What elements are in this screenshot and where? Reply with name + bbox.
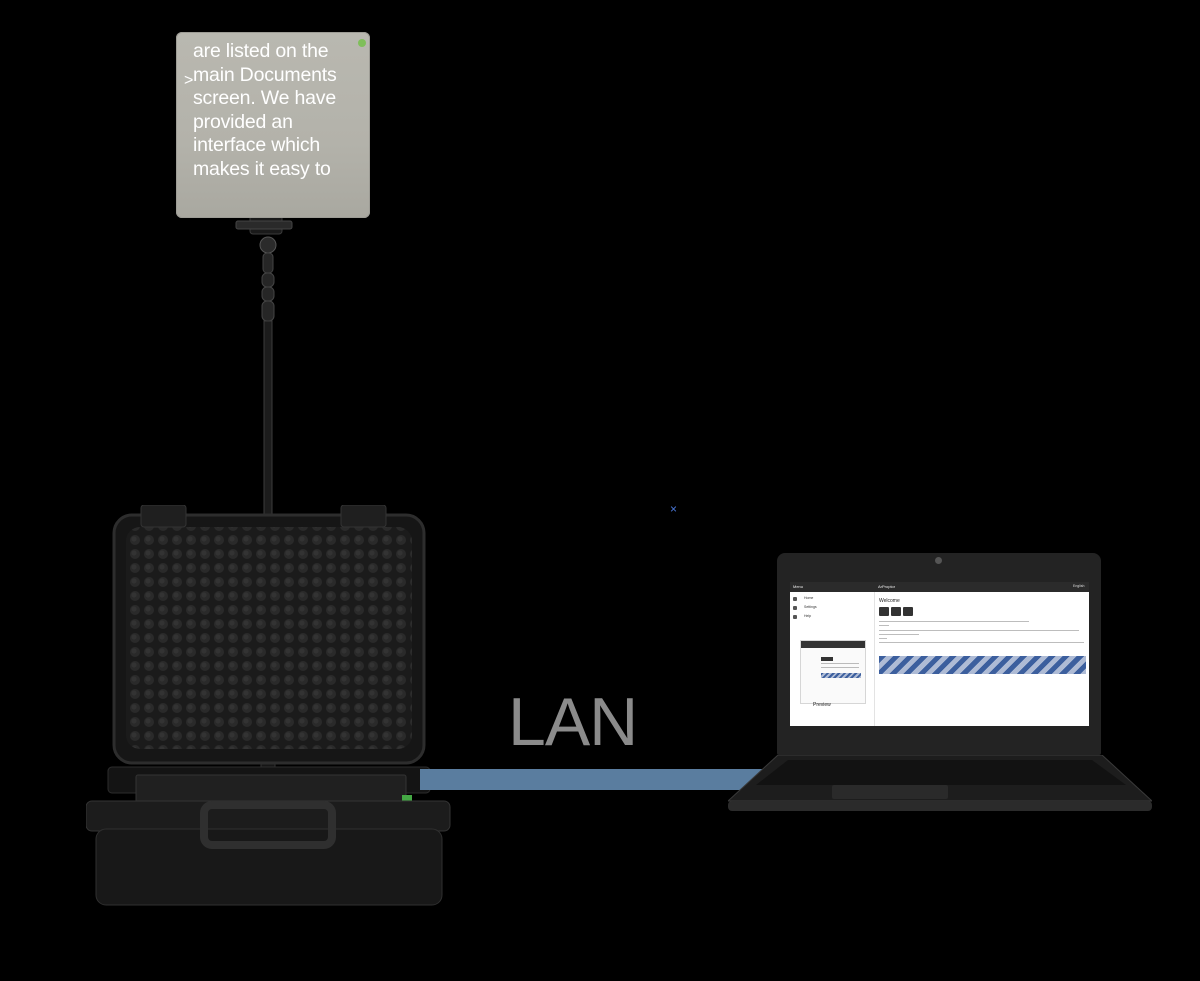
webcam-icon — [935, 557, 942, 564]
app-title: ArProptor — [878, 584, 896, 589]
preview-label: Preview — [813, 702, 831, 708]
delete-button[interactable] — [903, 607, 913, 616]
preview-bar — [801, 641, 865, 648]
laptop-screen: Menu ArProptor English Home Settings Hel… — [790, 582, 1089, 726]
sidebar: Home Settings Help Preview — [790, 592, 875, 726]
language-select[interactable]: English — [1073, 584, 1085, 588]
text-line — [879, 625, 889, 626]
play-button[interactable] — [879, 607, 889, 616]
preview-stripes — [821, 673, 861, 678]
welcome-heading: Welcome — [879, 598, 900, 604]
lan-label: LAN — [508, 684, 638, 760]
preview-thumbnail — [800, 640, 866, 704]
glass-status-dot — [358, 39, 366, 47]
app-header — [790, 582, 1089, 592]
text-line — [879, 634, 919, 635]
text-line — [879, 621, 1029, 622]
teleprompter-case — [86, 505, 451, 906]
teleprompter-text: are listed on the main Documents screen.… — [193, 40, 337, 180]
document-progress-bar — [879, 656, 1086, 674]
menu-title: Menu — [793, 584, 804, 589]
lan-cable — [420, 769, 765, 790]
text-line — [879, 642, 1084, 643]
preview-buttons — [821, 657, 833, 661]
preview-line — [821, 667, 859, 668]
teleprompter-caret: > — [184, 72, 194, 89]
teleprompter-glass: are listed on the main Documents screen.… — [176, 32, 370, 218]
text-line — [879, 638, 887, 639]
preview-line — [821, 663, 859, 664]
gear-icon — [793, 606, 797, 610]
help-icon — [793, 615, 797, 619]
sidebar-item-home[interactable]: Home — [804, 596, 814, 600]
home-icon — [793, 597, 797, 601]
mouse-cursor-icon: × — [670, 502, 678, 516]
sidebar-item-help[interactable]: Help — [804, 614, 812, 618]
copy-button[interactable] — [891, 607, 901, 616]
text-line — [879, 630, 1079, 631]
sidebar-item-settings[interactable]: Settings — [804, 605, 817, 609]
laptop-keyboard-base — [728, 755, 1152, 811]
